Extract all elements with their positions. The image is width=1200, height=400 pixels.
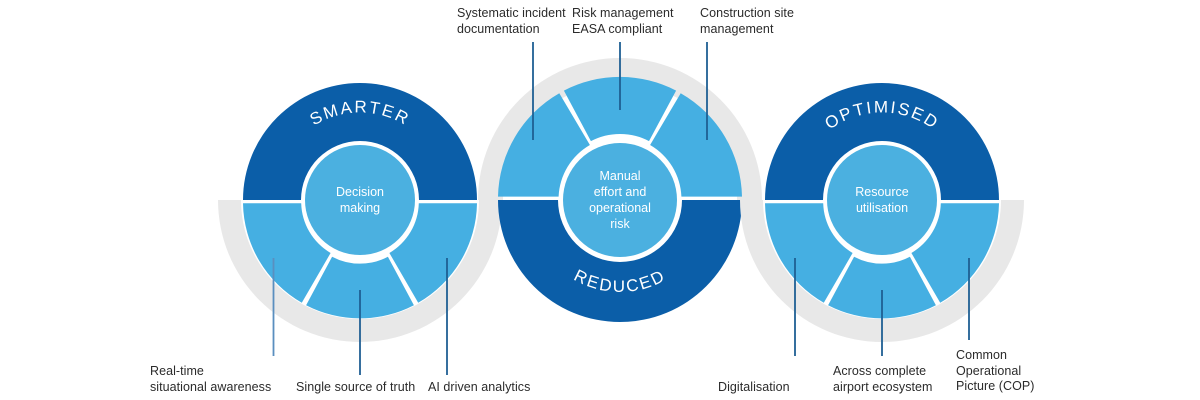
outer-gray-ring-optimised (740, 200, 1024, 342)
callout-label-common-operational-picture: Common Operational Picture (COP) (956, 348, 1035, 393)
core-label-reduced-line2: effort and (594, 185, 647, 199)
core-label-reduced-line1: Manual (600, 169, 641, 183)
outer-gray-ring-reduced (478, 58, 762, 200)
callout-label-digitalisation: Digitalisation (718, 380, 790, 394)
ring-segment-reduced-3 (650, 93, 742, 197)
callout-label-single-source-of-truth: Single source of truth (296, 380, 416, 394)
ring-segment-optimised-1 (765, 203, 853, 303)
ring-segment-smarter-1 (243, 203, 331, 303)
core-label-reduced-line4: risk (610, 217, 630, 231)
callout-label-construction-site-management: Construction site management (700, 6, 794, 36)
callout-label-across-complete-airport-ecosystem: Across complete airport ecosystem (833, 364, 933, 394)
core-label-smarter-line1: Decision (336, 185, 384, 199)
donut-group-smarter: SMARTER Decision making (218, 83, 502, 375)
ring-segment-reduced-1 (498, 93, 590, 197)
ring-arc-optimised-top (765, 83, 999, 200)
core-circle-smarter (305, 145, 415, 255)
donut-group-optimised: OPTIMISED Resource utilisation (740, 83, 1024, 356)
core-label-smarter-line2: making (340, 201, 380, 215)
ring-segment-optimised-3 (911, 203, 999, 303)
callout-label-ai-driven-analytics: AI driven analytics (428, 380, 531, 394)
ring-segment-optimised-2 (828, 256, 936, 319)
callout-label-risk-management-easa: Risk management EASA compliant (572, 6, 674, 36)
ring-segment-smarter-3 (389, 203, 477, 303)
core-circle-optimised (827, 145, 937, 255)
callout-label-real-time-situational-awareness: Real-time situational awareness (150, 364, 272, 394)
core-circle-reduced (563, 143, 677, 257)
outer-gray-ring-smarter (218, 200, 502, 342)
core-label-reduced-line3: operational (589, 201, 651, 215)
core-label-optimised-line2: utilisation (856, 201, 908, 215)
callout-label-systematic-incident-documentation: Systematic incident documentation (457, 6, 566, 36)
ring-arc-smarter-top (243, 83, 477, 200)
ring-arc-reduced-bottom (498, 200, 742, 322)
donut-group-reduced: REDUCED Manual effort and operational ri… (478, 42, 762, 322)
ring-segment-smarter-2 (306, 256, 414, 319)
core-label-optimised-line1: Resource (855, 185, 909, 199)
